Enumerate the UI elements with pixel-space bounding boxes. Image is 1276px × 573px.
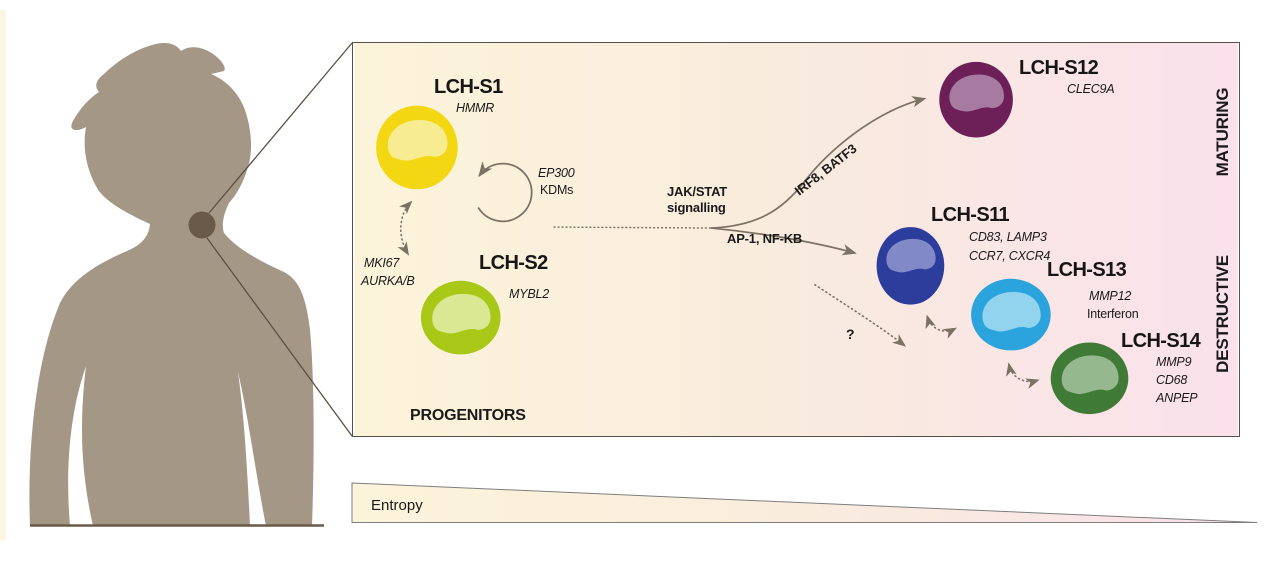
marker-anpep: ANPEP [1156, 391, 1198, 405]
branch-to-s11-arrow [710, 227, 857, 256]
marker-ccr7-cxcr4: CCR7, CXCR4 [969, 249, 1051, 263]
label-aurkab: AURKA/B [361, 274, 415, 288]
cell-lch-s12 [939, 61, 1013, 138]
cell-title-lch-s13: LCH-S13 [1047, 259, 1127, 281]
cells [376, 61, 1129, 415]
marker-mybl2: MYBL2 [509, 287, 549, 301]
cell-lch-s1 [376, 105, 458, 190]
label-question-mark: ? [846, 326, 855, 342]
cell-title-lch-s2: LCH-S2 [479, 252, 548, 274]
section-label-progenitors: PROGENITORS [410, 407, 526, 424]
cell-lch-s2 [420, 280, 501, 355]
label-ep300: EP300 [538, 166, 575, 180]
lesion-dot [188, 211, 216, 239]
s13-s14-cycle-arrow [1006, 362, 1040, 389]
cell-lch-s13 [971, 278, 1051, 351]
entropy-label: Entropy [371, 497, 423, 514]
marker-hmmr: HMMR [456, 101, 495, 115]
entropy-wedge [351, 482, 1258, 523]
marker-cd68: CD68 [1156, 373, 1188, 387]
left-edge-strip [0, 10, 6, 540]
branch-to-s12-arrow [710, 96, 927, 229]
marker-clec9a: CLEC9A [1067, 82, 1115, 96]
cell-lch-s14 [1050, 342, 1129, 415]
section-label-destructive: DESTRUCTIVE [1213, 255, 1232, 373]
label-jak-stat: JAK/STAT signalling [667, 184, 727, 215]
self-renewal-loop-arrow [477, 161, 533, 223]
transition-arrows [397, 96, 1040, 389]
section-label-maturing: MATURING [1213, 87, 1232, 177]
main-panel: LCH-S1 HMMR LCH-S2 MYBL2 LCH-S12 CLEC9A … [352, 42, 1240, 437]
marker-mmp12: MMP12 [1089, 289, 1132, 303]
cell-title-lch-s1: LCH-S1 [434, 76, 503, 98]
panel-art [354, 43, 1238, 436]
cell-title-lch-s14: LCH-S14 [1121, 330, 1201, 352]
s1-s2-cycle-arrow [397, 200, 413, 256]
s11-s13-cycle-arrow [925, 314, 957, 339]
marker-cd83-lamp3: CD83, LAMP3 [969, 230, 1047, 244]
callout-line-bottom [206, 237, 353, 437]
callout-line-top [208, 42, 353, 214]
cell-lch-s11 [876, 227, 945, 305]
trunk-dotted-line [553, 226, 713, 229]
label-jak-stat-line2: signalling [667, 199, 726, 215]
silhouette-arm-gap-right [238, 372, 266, 526]
label-mki67: MKI67 [364, 256, 400, 270]
marker-interferon: Interferon [1087, 307, 1139, 321]
label-kdms: KDMs [540, 183, 574, 197]
cell-title-lch-s12: LCH-S12 [1019, 57, 1099, 79]
marker-mmp9: MMP9 [1156, 355, 1192, 369]
silhouette-arm-gap-left [68, 366, 93, 526]
label-jak-stat-line1: JAK/STAT [667, 184, 728, 199]
unknown-transition-arrow [814, 283, 907, 347]
label-ap1-nfkb: AP-1, NF-KB [727, 231, 803, 246]
cell-title-lch-s11: LCH-S11 [931, 204, 1010, 226]
